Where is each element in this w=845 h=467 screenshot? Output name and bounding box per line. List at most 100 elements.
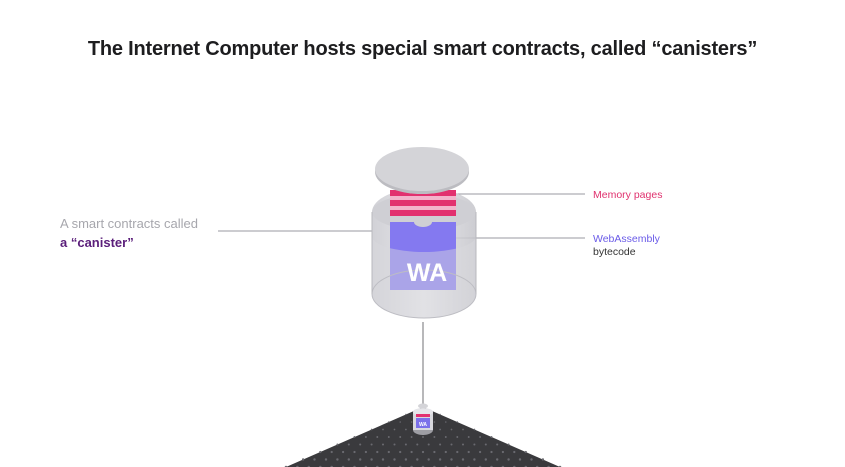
platform-dot — [507, 443, 510, 446]
platform-dot — [364, 450, 368, 454]
platform-dot — [461, 443, 465, 446]
platform-dot — [341, 450, 345, 454]
platform-dot — [301, 458, 305, 461]
platform-dot — [461, 458, 465, 461]
platform-dot — [439, 443, 442, 446]
platform-dot — [490, 436, 493, 438]
platform-dot — [353, 436, 356, 438]
platform-dot — [444, 436, 447, 438]
platform-dot — [370, 428, 373, 431]
platform-dot — [347, 458, 351, 461]
platform-dot — [473, 428, 476, 431]
platform-dot — [393, 443, 396, 446]
platform-dot — [462, 428, 464, 431]
platform-dot — [313, 458, 316, 461]
platform-dot — [456, 450, 459, 454]
platform-dot — [393, 428, 396, 431]
platform-dot — [501, 450, 505, 454]
platform-dot — [387, 436, 390, 438]
platform-dot — [473, 458, 476, 461]
platform-dot — [439, 413, 441, 416]
platform-dot — [358, 458, 362, 461]
platform-dot — [507, 458, 510, 461]
platform-dot — [405, 428, 407, 431]
platform-dot — [381, 443, 385, 446]
platform-dot — [376, 450, 379, 454]
platform-dot — [524, 450, 527, 454]
platform-dot — [456, 436, 459, 438]
platform-dot — [405, 413, 407, 416]
mini-canister: WA — [413, 403, 433, 435]
platform-dot — [364, 436, 367, 438]
canister-label: A smart contracts called a “canister” — [60, 214, 198, 252]
platform-dot — [530, 458, 533, 461]
platform-dot — [450, 428, 453, 431]
webassembly-label-line2: bytecode — [593, 246, 636, 258]
platform-dot — [404, 443, 407, 446]
canister-label-line1: A smart contracts called — [60, 216, 198, 231]
platform-dot — [370, 458, 373, 461]
platform-dot — [433, 436, 436, 438]
platform-dot — [490, 450, 493, 454]
platform-dot — [444, 450, 447, 454]
platform-dot — [376, 436, 379, 438]
platform-dot — [473, 443, 476, 446]
platform-dot — [410, 436, 413, 438]
platform-dot — [427, 458, 430, 461]
platform-dot — [410, 450, 413, 454]
platform-dot — [421, 450, 425, 454]
platform-dot — [439, 428, 441, 431]
platform-dot — [319, 450, 322, 454]
platform-dot — [467, 450, 470, 454]
platform-dot — [381, 458, 385, 461]
platform-dot — [416, 443, 419, 446]
platform-dot — [438, 458, 442, 461]
platform-dot — [541, 458, 545, 461]
platform-dot — [456, 421, 459, 423]
platform-dot — [445, 421, 447, 423]
platform-dot — [427, 443, 430, 446]
platform-dot — [336, 443, 339, 446]
slide-title: The Internet Computer hosts special smar… — [87, 38, 758, 60]
platform-dot — [388, 421, 390, 423]
platform-dot — [399, 421, 401, 423]
platform-dot — [359, 443, 362, 446]
platform-dot — [324, 458, 328, 461]
platform-dot — [387, 450, 390, 454]
platform-dot — [370, 443, 373, 446]
platform-dot — [467, 436, 470, 438]
platform-dot — [479, 436, 482, 438]
platform-dot — [404, 458, 408, 461]
webassembly-label: WebAssembly bytecode — [593, 233, 660, 259]
network-platform: WA — [284, 403, 562, 467]
platform-dot — [410, 421, 413, 423]
platform-dot — [393, 458, 396, 461]
platform-dot — [433, 450, 436, 454]
mini-wa-badge: WA — [419, 422, 427, 428]
platform-dot — [399, 436, 402, 438]
platform-dot — [495, 458, 499, 461]
platform-dot — [513, 450, 516, 454]
platform-dot — [347, 443, 350, 446]
platform-dot — [330, 450, 333, 454]
platform-dot — [478, 450, 482, 454]
platform-dot — [336, 458, 339, 461]
platform-dot — [416, 458, 419, 461]
platform-dot — [399, 450, 402, 454]
canister-lid — [375, 147, 469, 194]
platform-dot — [496, 443, 499, 446]
platform-dot — [450, 458, 453, 461]
platform-dot — [484, 458, 488, 461]
platform-dot — [422, 436, 424, 438]
platform-dot — [450, 443, 453, 446]
platform-dot — [433, 421, 436, 423]
platform-dot — [353, 450, 356, 454]
canister-label-line2: a “canister” — [60, 235, 134, 250]
memory-pages-label: Memory pages — [593, 189, 663, 201]
platform-dot — [382, 428, 384, 431]
canister-cylinder — [371, 188, 477, 319]
wa-badge: WA — [407, 259, 447, 287]
platform-dot — [518, 458, 522, 461]
